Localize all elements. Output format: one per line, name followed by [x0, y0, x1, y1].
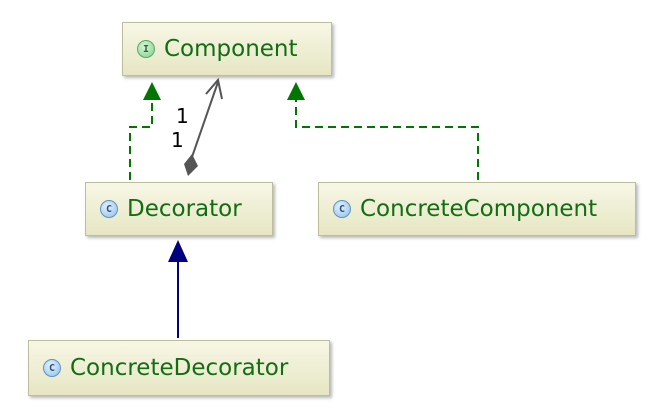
concretedecorator-label: ConcreteDecorator	[70, 354, 289, 381]
multiplicity-source: 1	[171, 128, 184, 152]
class-icon: C	[333, 200, 351, 218]
realization-arrowhead	[143, 82, 161, 100]
decorator-node[interactable]: C Decorator	[85, 182, 273, 236]
concretecomponent-label: ConcreteComponent	[360, 195, 598, 222]
edge-decorator-realizes-component	[129, 82, 161, 180]
component-node[interactable]: I Component	[122, 22, 332, 76]
open-arrowhead	[205, 77, 223, 100]
class-icon: C	[100, 200, 118, 218]
concretedecorator-node[interactable]: C ConcreteDecorator	[28, 340, 330, 396]
concretecomponent-node[interactable]: C ConcreteComponent	[318, 182, 636, 236]
multiplicity-target: 1	[176, 104, 189, 128]
aggregation-diamond	[184, 154, 198, 176]
edge-concretedecorator-extends-decorator	[168, 240, 188, 338]
interface-icon: I	[137, 40, 155, 58]
realization-arrowhead	[287, 82, 305, 100]
class-icon: C	[43, 359, 61, 377]
component-label: Component	[164, 35, 298, 62]
edge-decorator-aggregates-component	[184, 77, 223, 176]
edge-concretecomponent-realizes-component	[287, 82, 479, 180]
decorator-label: Decorator	[127, 195, 242, 222]
generalization-arrowhead	[168, 240, 188, 262]
